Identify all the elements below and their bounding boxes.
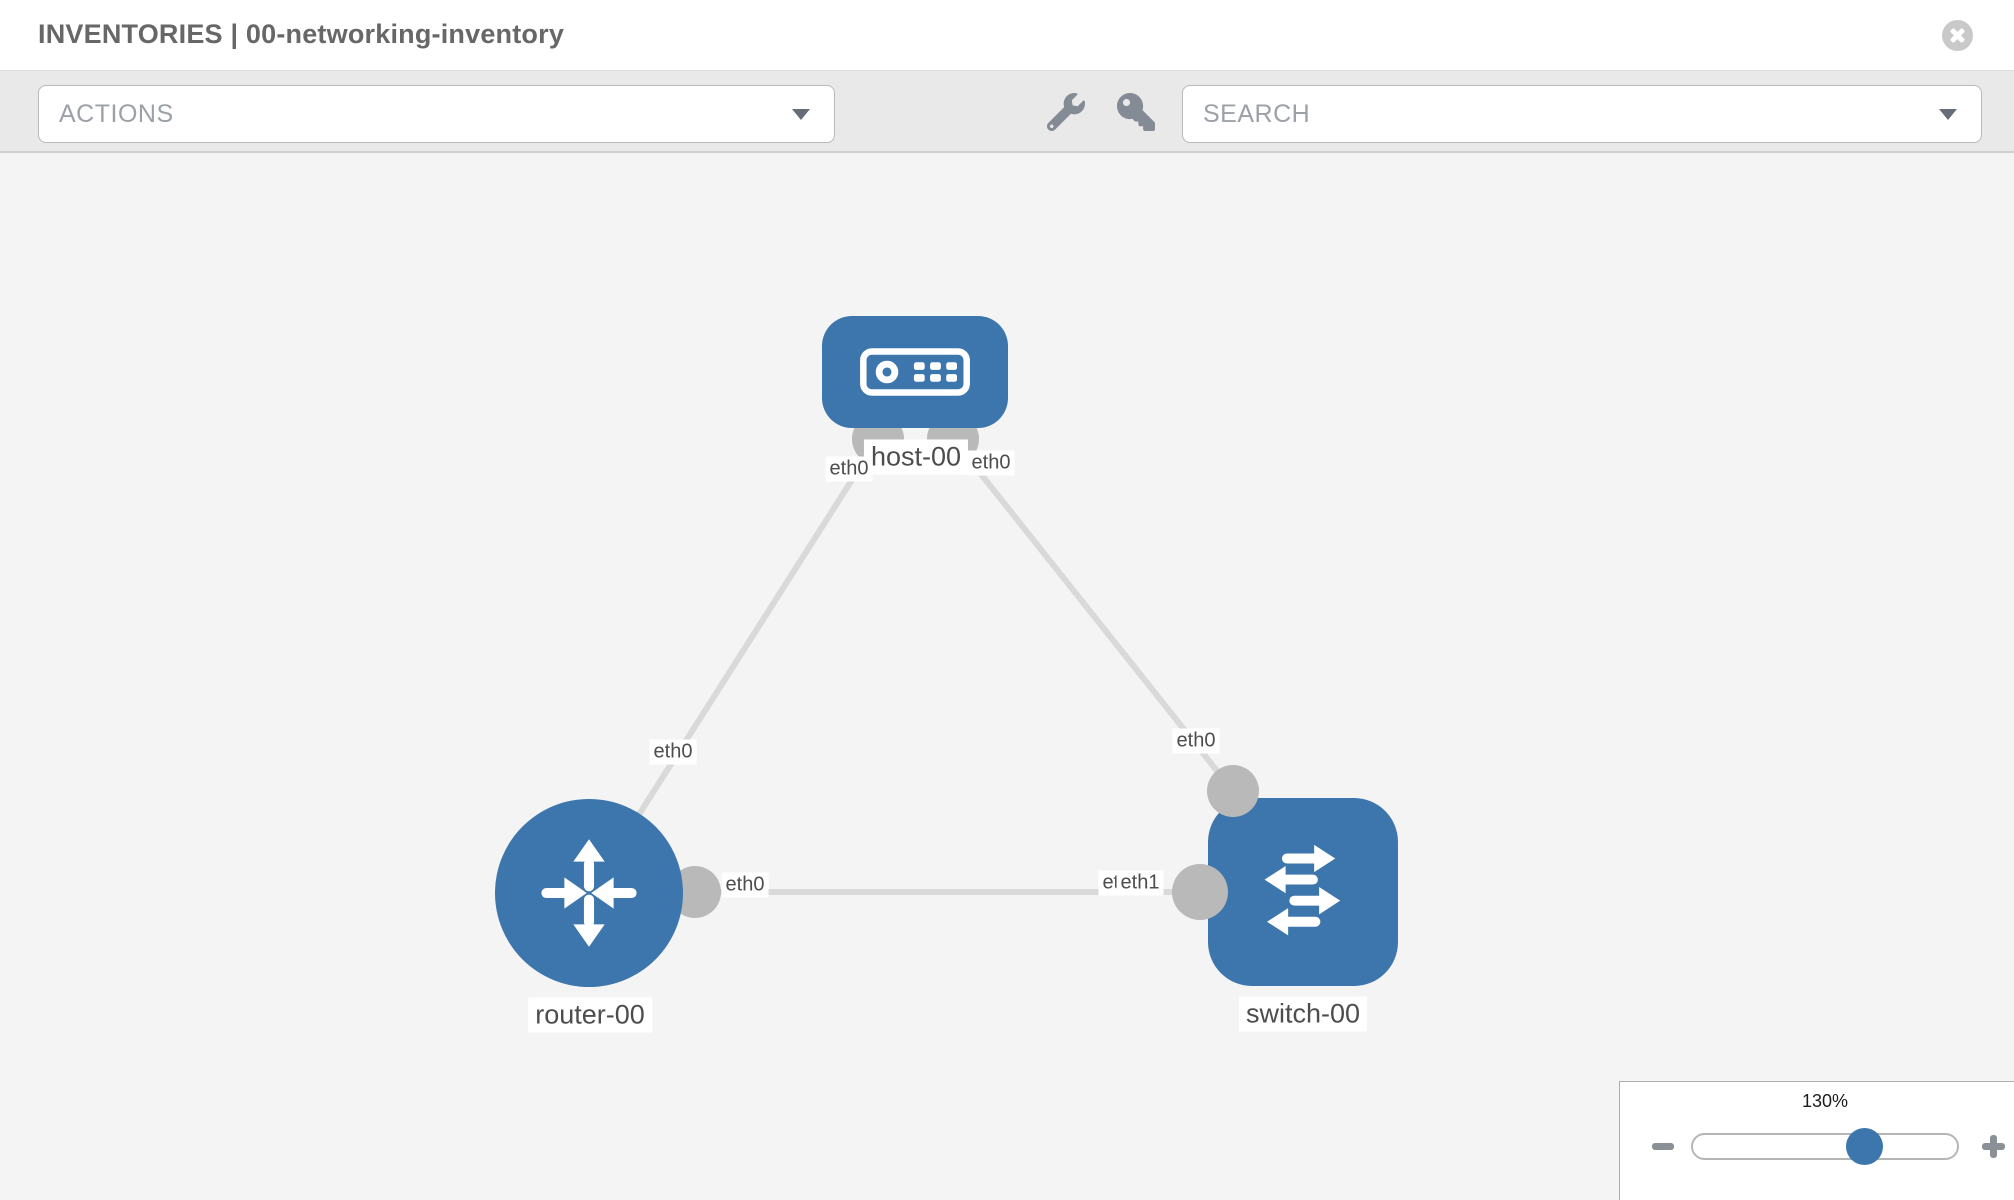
node-label-router: router-00	[528, 997, 652, 1033]
switch-icon	[1264, 844, 1341, 936]
zoom-out-icon[interactable]	[1652, 1143, 1674, 1150]
chevron-down-icon	[1939, 108, 1957, 120]
node-label-switch: switch-00	[1238, 996, 1368, 1032]
wrench-icon[interactable]	[1046, 93, 1085, 132]
actions-select[interactable]: ACTIONS	[38, 85, 835, 143]
iface-label-switch-to-host: eth0	[1172, 728, 1220, 754]
router-icon	[541, 839, 637, 947]
zoom-in-icon[interactable]	[1975, 1128, 2012, 1165]
endpoint-switch-eth1	[1172, 864, 1228, 920]
search-select-label: SEARCH	[1203, 99, 1311, 128]
chevron-down-icon	[792, 108, 810, 120]
iface-label-host-to-router: eth0	[825, 456, 873, 482]
host-icon	[860, 348, 970, 396]
node-switch-00[interactable]	[1208, 798, 1398, 986]
zoom-slider-track[interactable]	[1691, 1133, 1959, 1160]
node-label-host: host-00	[863, 439, 969, 475]
endpoint-switch-eth0	[1207, 765, 1259, 817]
iface-label-switch-to-router: eth1	[1116, 870, 1164, 896]
links-layer	[586, 437, 1303, 895]
topology-canvas[interactable]: host-00 router-00 switch-00 eth0 eth0 et…	[0, 153, 2014, 1200]
search-select[interactable]: SEARCH	[1182, 85, 1982, 143]
iface-label-router-to-host: eth0	[649, 739, 697, 765]
key-icon[interactable]	[1117, 93, 1155, 131]
node-host-00[interactable]	[822, 316, 1008, 428]
iface-label-host-to-switch: eth0	[967, 450, 1015, 476]
header: INVENTORIES | 00-networking-inventory	[0, 0, 2014, 70]
iface-label-router-to-switch: eth0	[721, 872, 769, 898]
toolbar: ACTIONS SEARCH	[0, 70, 2014, 153]
node-router-00[interactable]	[495, 799, 683, 987]
zoom-level-text: 130%	[1801, 1091, 1849, 1111]
zoom-slider-thumb[interactable]	[1846, 1128, 1883, 1165]
actions-select-label: ACTIONS	[59, 99, 174, 128]
page-title: INVENTORIES | 00-networking-inventory	[38, 19, 565, 49]
zoom-control-panel: 130%	[1619, 1081, 2014, 1200]
close-icon[interactable]	[1942, 20, 1973, 51]
